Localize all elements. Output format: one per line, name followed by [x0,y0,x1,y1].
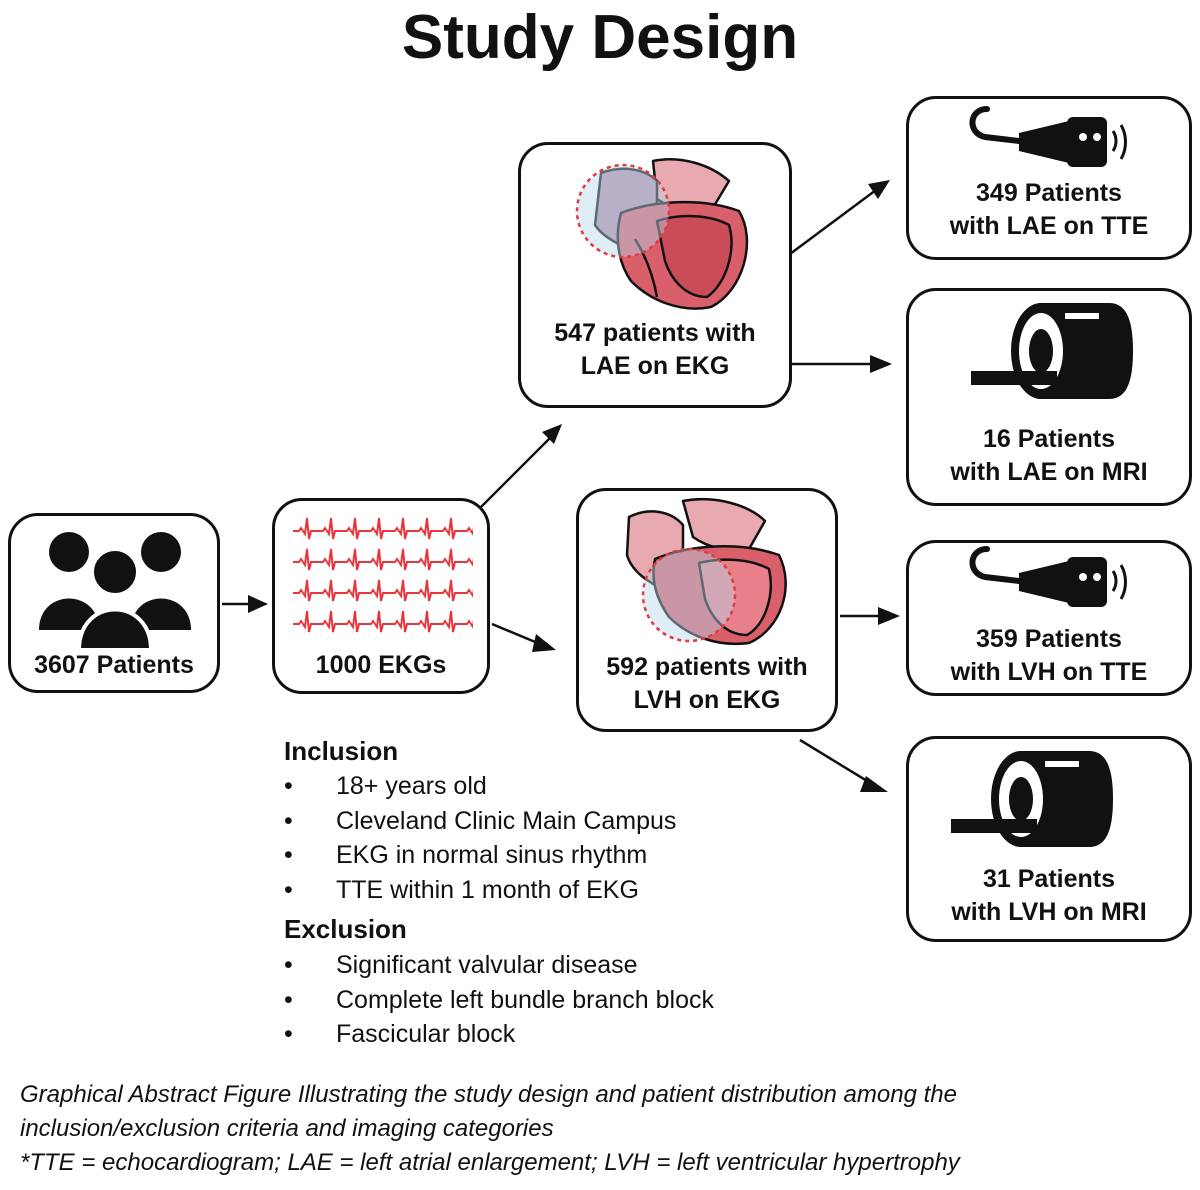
ekgs-label: 1000 EKGs [315,651,447,679]
arrow-ekgs-to-lae [479,435,553,509]
arrowhead [248,595,268,613]
lae-ekg-line1: 547 patients with [554,319,756,347]
inclusion-item-text: 18+ years old [336,772,487,800]
bullet-point: • [284,875,293,904]
lae-tte-box: 349 Patients with LAE on TTE [906,96,1192,260]
lae-tte-line2: with LAE on TTE [949,212,1149,240]
caption-line-2: inclusion/exclusion criteria and imaging… [20,1115,554,1142]
bullet-point: • [284,841,293,869]
mri-scanner-icon [951,751,1113,847]
inclusion-item-text: TTE within 1 month of EKG [336,875,639,904]
patients-label: 3607 Patients [34,651,194,679]
heart-left-ventricle-icon [625,497,787,646]
ultrasound-probe-icon [969,546,1127,607]
lvh-tte-line1: 359 Patients [976,625,1122,653]
lae-mri-label: 16 Patients with LAE on MRI [909,423,1189,489]
lvh-ekg-line2: LVH on EKG [633,686,781,714]
people-icon [39,532,191,648]
lvh-tte-line2: with LVH on TTE [950,658,1148,686]
arrowhead [870,355,892,373]
exclusion-item-text: Significant valvular disease [336,951,638,979]
lae-tte-label: 349 Patients with LAE on TTE [909,177,1189,243]
lvh-ekg-label: 592 patients with LVH on EKG [579,651,835,717]
lae-ekg-label: 547 patients with LAE on EKG [521,317,789,383]
ultrasound-probe-icon [969,106,1127,167]
lvh-tte-box: 359 Patients with LVH on TTE [906,540,1192,696]
lae-mri-box: 16 Patients with LAE on MRI [906,288,1192,506]
inclusion-heading: Inclusion [284,736,399,766]
arrowhead [532,634,556,652]
arrowhead [860,776,888,792]
bullet-point: • [284,772,293,800]
arrowhead [868,180,890,199]
inclusion-item-text: Cleveland Clinic Main Campus [336,806,677,835]
lvh-tte-label: 359 Patients with LVH on TTE [909,623,1189,689]
bullet-point: • [284,985,293,1014]
ekg-trace-line [293,517,473,540]
arrowhead [878,607,900,625]
inclusion-item-text: EKG in normal sinus rhythm [336,841,648,869]
heart-left-atrium-icon [575,157,749,310]
lvh-mri-line2: with LVH on MRI [951,898,1147,926]
lvh-mri-box: 31 Patients with LVH on MRI [906,736,1192,942]
lae-tte-line1: 349 Patients [976,179,1122,207]
arrowhead [542,424,562,444]
ekg-trace-line [293,548,473,571]
mri-scanner-icon [971,303,1133,399]
lae-ekg-line2: LAE on EKG [580,352,730,380]
ekgs-box: 1000 EKGs [272,498,490,694]
arrow-lvh-to-mri [799,738,873,786]
lvh-ekg-box: 592 patients with LVH on EKG [576,488,838,732]
caption-line-3: *TTE = echocardiogram; LAE = left atrial… [20,1149,960,1176]
lvh-ekg-line1: 592 patients with [606,653,808,681]
lae-ekg-box: 547 patients with LAE on EKG [518,142,792,408]
arrow-ekgs-to-lvh [491,622,541,646]
exclusion-item-text: Complete left bundle branch block [336,985,715,1014]
bullet-point: • [284,951,293,979]
figure-caption: Graphical Abstract Figure Illustrating t… [20,1078,1180,1180]
lvh-mri-line1: 31 Patients [982,865,1115,893]
lvh-mri-label: 31 Patients with LVH on MRI [909,863,1189,929]
arrow-lae-to-tte [789,188,877,256]
caption-line-1: Graphical Abstract Figure Illustrating t… [20,1081,957,1108]
bullet-point: • [284,806,293,835]
exclusion-item-text: Fascicular block [336,1020,516,1048]
figure-title: Study Design [401,3,799,72]
exclusion-heading: Exclusion [284,914,407,944]
ekg-trace-line [293,579,473,602]
bullet-point: • [284,1020,293,1048]
ekg-waveform-icon [293,517,473,633]
ekg-trace-line [293,610,473,633]
patients-box: 3607 Patients [8,513,220,693]
lae-mri-line1: 16 Patients [982,425,1115,453]
lae-mri-line2: with LAE on MRI [950,458,1148,486]
